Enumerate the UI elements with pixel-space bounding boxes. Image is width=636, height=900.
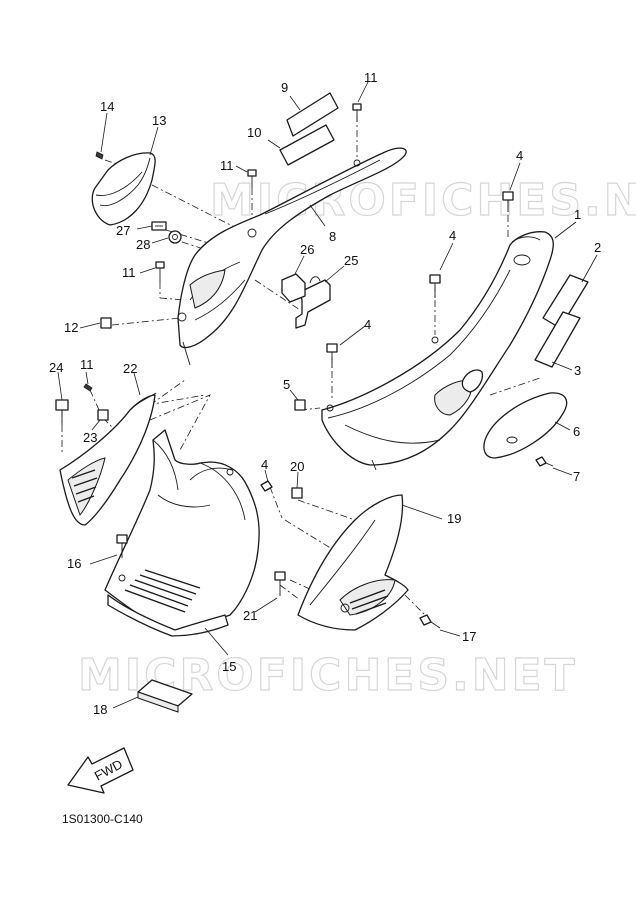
diagram-code: 1S01300-C140 — [62, 812, 143, 826]
callout-9: 9 — [281, 80, 288, 95]
part-26-block — [281, 273, 306, 303]
part-18-block — [137, 679, 193, 713]
callout-6: 6 — [573, 424, 580, 439]
callout-21: 21 — [243, 608, 257, 623]
callout-15: 15 — [222, 659, 236, 674]
callout-14: 14 — [100, 99, 114, 114]
callout-5: 5 — [283, 377, 290, 392]
part-6-cover — [483, 392, 568, 459]
callout-16: 16 — [67, 556, 81, 571]
callout-11d: 11 — [80, 357, 94, 372]
callout-25: 25 — [344, 253, 358, 268]
part-8-upper-cover — [177, 147, 407, 366]
callout-19: 19 — [447, 511, 461, 526]
part-22-left-cover — [59, 392, 157, 526]
callout-13: 13 — [152, 113, 166, 128]
fasteners — [55, 103, 554, 629]
part-1-side-cover — [321, 231, 554, 471]
callout-20: 20 — [290, 459, 304, 474]
callout-2: 2 — [594, 240, 601, 255]
callout-3: 3 — [574, 363, 581, 378]
callouts: 1 2 3 4 4 4 4 5 6 7 8 9 10 11 11 11 11 1… — [49, 70, 601, 717]
callout-7: 7 — [573, 469, 580, 484]
callout-4a: 4 — [516, 148, 523, 163]
callout-27: 27 — [116, 223, 130, 238]
part-9-decal — [286, 92, 339, 137]
callout-10: 10 — [247, 125, 261, 140]
assembly-box — [149, 394, 211, 451]
part-15-floor-cover — [104, 429, 260, 637]
fwd-arrow: FWD — [67, 747, 134, 794]
callout-8: 8 — [329, 229, 336, 244]
callout-26: 26 — [300, 242, 314, 257]
callout-28: 28 — [136, 237, 150, 252]
part-2-decal — [542, 274, 589, 329]
callout-4d: 4 — [261, 457, 268, 472]
callout-11a: 11 — [364, 70, 378, 85]
callout-24: 24 — [49, 360, 63, 375]
callout-11c: 11 — [122, 265, 136, 280]
callout-22: 22 — [123, 361, 137, 376]
callout-11b: 11 — [220, 158, 234, 173]
leader-lines — [57, 81, 598, 709]
part-13-hook — [91, 152, 156, 226]
callout-17: 17 — [462, 629, 476, 644]
callout-4b: 4 — [449, 228, 456, 243]
callout-23: 23 — [83, 430, 97, 445]
callout-4c: 4 — [364, 317, 371, 332]
part-10-decal — [279, 124, 335, 166]
callout-18: 18 — [93, 702, 107, 717]
part-3-decal — [534, 311, 581, 368]
callout-12: 12 — [64, 320, 78, 335]
callout-1: 1 — [574, 207, 581, 222]
part-19-right-cover — [297, 494, 409, 631]
